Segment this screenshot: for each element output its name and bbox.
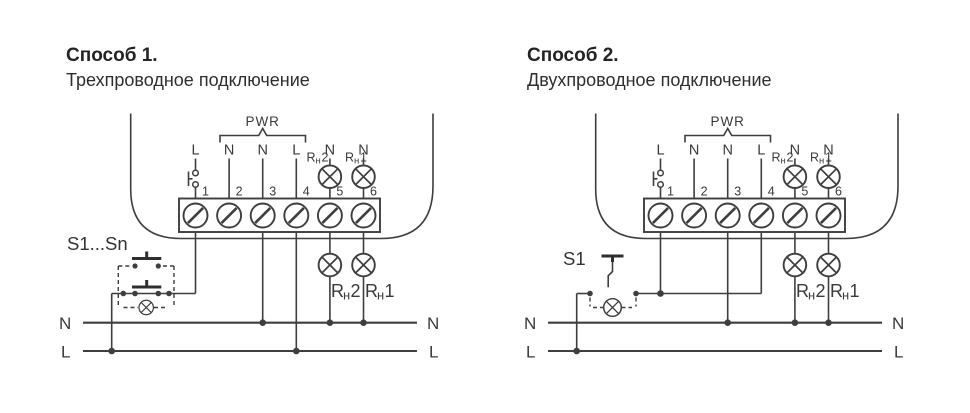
- push-button-icon: [132, 280, 162, 289]
- contact-dot: [633, 290, 639, 297]
- wall-switch-group-s1: S1: [563, 248, 639, 351]
- switch-dashed-box: [589, 297, 637, 309]
- contact-dot: [166, 290, 172, 297]
- diagram-method-1: S1...Sn: [59, 114, 439, 362]
- diagram-method-2: S1: [524, 114, 904, 362]
- contact-dot: [132, 290, 138, 297]
- contact-dot: [120, 290, 127, 297]
- push-button-icon: [601, 254, 624, 288]
- method2-title: Способ 2.: [527, 45, 619, 66]
- method1-title-block: Способ 1. Трехпроводное подключение: [66, 44, 310, 92]
- wall-switch-group-s1-sn: S1...Sn: [67, 233, 196, 351]
- junction-dot: [293, 347, 300, 355]
- contact-dot: [587, 290, 593, 297]
- switch-backlight-lamp-icon: [602, 297, 623, 318]
- method1-title: Способ 1.: [66, 45, 158, 66]
- method1-subtitle: Трехпроводное подключение: [66, 70, 310, 90]
- contact-dot: [155, 290, 162, 297]
- push-button-icon: [132, 251, 162, 269]
- method2-title-block: Способ 2. Двухпроводное подключение: [527, 44, 772, 92]
- switch-label-s1: S1: [563, 248, 586, 269]
- junction-dot: [657, 290, 664, 297]
- method2-subtitle: Двухпроводное подключение: [527, 70, 772, 90]
- switch-dashed-box: [117, 265, 175, 309]
- switch-label-s1-sn: S1...Sn: [67, 233, 128, 254]
- switch-backlight-lamp-icon: [138, 299, 155, 316]
